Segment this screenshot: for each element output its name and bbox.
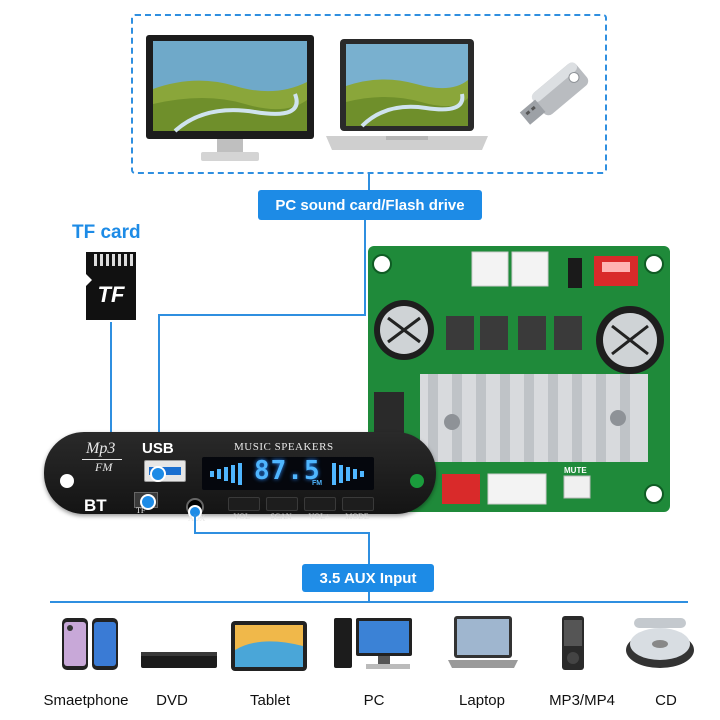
signal-bars-left-icon [210,463,242,485]
source-devices-box [131,14,607,174]
lcd-frequency-value: 87.5 [254,456,321,486]
usb-flash-drive-icon [519,62,589,125]
wire [158,314,160,470]
mode-button[interactable] [342,497,374,511]
device-label-cd: CD [655,692,677,709]
tf-card-icon [86,252,136,320]
wire [368,592,370,602]
vol-up-label: VOL+ [308,512,330,521]
music-speakers-label: MUSIC SPEAKERS [234,441,334,453]
tablet-icon [231,621,307,671]
smartphone-icon [62,618,118,670]
wire [194,514,196,534]
devices-divider-line [50,601,688,603]
wire [194,532,370,534]
brand-mp3-label: Mp3 [86,440,116,457]
vol-down-button[interactable] [228,497,260,511]
laptop-device-icon [448,616,518,668]
pc-sound-card-label: PC sound card/Flash drive [258,190,482,220]
tf-connection-dot [140,494,156,510]
scan-button[interactable] [266,497,298,511]
dvd-player-icon [141,652,217,668]
device-label-smartphone: Smaetphone [43,692,129,709]
signal-bars-right-icon [332,463,364,485]
device-label-mp3-mp4: MP3/MP4 [549,692,615,709]
mute-label: MUTE [564,466,587,475]
monitor-icon [146,35,314,161]
device-label-laptop: Laptop [459,692,505,709]
tf-slot-label: TF [136,506,146,515]
tf-card-text: TF [97,282,125,307]
ir-receiver [410,474,424,488]
amplifier-board-art [372,251,664,505]
pc-icon [334,618,412,669]
lcd-display [202,457,374,490]
laptop-icon [326,39,488,150]
device-label-dvd: DVD [156,692,188,709]
lcd-fm-unit: FM [312,480,323,487]
mp3-player-icon [562,616,584,670]
wire [368,174,370,190]
device-label-pc: PC [363,692,385,709]
mount-hole-left [60,474,74,488]
usb-connection-dot [150,466,166,482]
brand-fm-label: FM [95,460,113,474]
wire [158,314,366,316]
device-label-tablet: Tablet [249,692,291,709]
brand-divider [82,459,122,460]
wire [110,322,112,502]
wire [364,220,366,316]
cd-player-icon [626,618,694,668]
usb-label: USB [142,440,174,457]
mode-label: MODE [345,512,369,521]
vol-down-label: VOL- [233,512,253,521]
scan-label: SCAN [270,512,292,521]
bt-label: BT [84,496,107,515]
aux-label: AUX [188,514,206,523]
wire [368,532,370,564]
aux-input-label: 3.5 AUX Input [302,564,434,592]
tf-card-title: TF card [72,222,141,243]
vol-up-button[interactable] [304,497,336,511]
